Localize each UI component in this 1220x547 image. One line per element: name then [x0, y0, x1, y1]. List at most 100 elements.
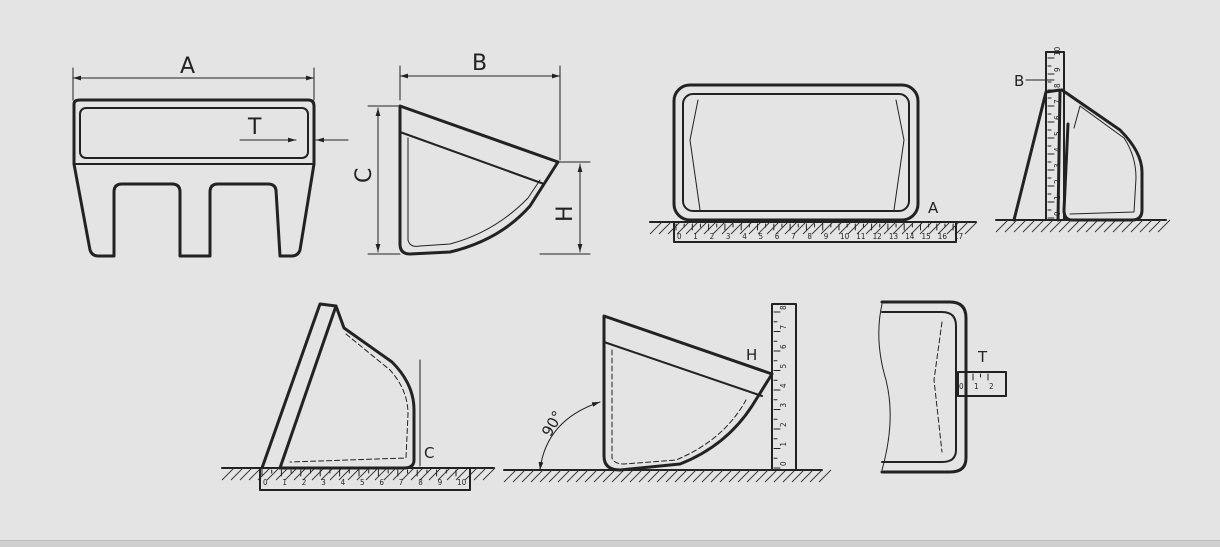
ground-hatch: [703, 221, 717, 235]
ruler-tick-label: 6: [379, 478, 384, 487]
dimension-label-c: C: [352, 168, 377, 183]
ground-hatch: [674, 469, 688, 483]
ground-hatch: [638, 469, 652, 483]
ground-hatch: [275, 467, 289, 481]
ground-hatch: [784, 221, 798, 235]
dimension-label-h: H: [553, 205, 578, 222]
bottom-band: [0, 540, 1220, 547]
ground-hatch: [748, 221, 762, 235]
ruler-tick-label: 12: [873, 232, 882, 241]
ground-hatch: [473, 467, 487, 481]
ground-hatch: [800, 469, 814, 483]
ground-hatch: [1112, 219, 1126, 233]
ground-hatch: [1103, 219, 1117, 233]
ruler-tick-label: 5: [1053, 131, 1062, 136]
ruler-tick-label: 10: [840, 232, 850, 241]
ground-hatch: [658, 221, 672, 235]
ground-hatch: [629, 469, 643, 483]
ground-hatch: [676, 221, 690, 235]
ground-hatch: [721, 221, 735, 235]
ground-hatch: [221, 467, 235, 481]
ruler-tick-label: 7: [1053, 99, 1062, 104]
ruler-tick-label: 5: [759, 232, 764, 241]
ruler-tick-label: 2: [779, 422, 788, 427]
ground-hatch: [773, 469, 787, 483]
ground-hatch: [1004, 219, 1018, 233]
ruler-tick-label: 3: [321, 478, 326, 487]
ground-hatch: [293, 467, 307, 481]
ground-hatch: [365, 467, 379, 481]
dimension-label-a: A: [180, 54, 195, 79]
ruler-tick-label: 0: [677, 232, 682, 241]
ground-hatch: [883, 221, 897, 235]
ruler-tick-label: 7: [399, 478, 404, 487]
ground-hatch: [838, 221, 852, 235]
ground-hatch: [503, 469, 517, 483]
measure-label-c: C: [424, 444, 434, 462]
ground-hatch: [928, 221, 942, 235]
ground-hatch: [575, 469, 589, 483]
ground-hatch: [530, 469, 544, 483]
ruler-tick-label: 2: [989, 382, 994, 391]
ground-hatch: [766, 221, 780, 235]
ground-hatch: [266, 467, 280, 481]
ground-hatch: [1067, 219, 1081, 233]
ground-hatch: [383, 467, 397, 481]
ruler-tick-label: 0: [263, 478, 268, 487]
front-view: A T: [72, 54, 349, 258]
ruler-tick-label: 6: [1053, 115, 1062, 120]
ground-hatch: [791, 469, 805, 483]
ground-hatch: [665, 469, 679, 483]
ruler-tick-label: 3: [726, 232, 731, 241]
ruler-tick-label: 4: [742, 232, 747, 241]
ruler-tick-label: 10: [457, 478, 467, 487]
ground-hatch: [809, 469, 823, 483]
ground-hatch: [1076, 219, 1090, 233]
ground-hatch: [611, 469, 625, 483]
ground-hatch: [521, 469, 535, 483]
ground-hatch: [746, 469, 760, 483]
ground-hatch: [955, 221, 969, 235]
ruler-tick-label: 3: [1053, 163, 1062, 168]
ground-hatch: [446, 467, 460, 481]
ground-hatch: [1031, 219, 1045, 233]
dimension-label-b: B: [472, 51, 487, 76]
ground-hatch: [230, 467, 244, 481]
side-view: B C H: [352, 51, 591, 256]
ground-hatch: [712, 221, 726, 235]
ruler-tick-label: 1: [693, 232, 698, 241]
ground-hatch: [818, 469, 832, 483]
ruler-tick-label: 3: [779, 403, 788, 408]
ground-hatch: [1157, 219, 1171, 233]
measure-label-h: H: [746, 346, 757, 364]
ground-hatch: [995, 219, 1009, 233]
ground-hatch: [856, 221, 870, 235]
ruler-tick-label: 8: [418, 478, 423, 487]
ground-hatch: [737, 469, 751, 483]
ground-hatch: [757, 221, 771, 235]
ruler-tick-label: 16: [938, 232, 948, 241]
ground-hatch: [566, 469, 580, 483]
ruler-tick-label: 13: [889, 232, 898, 241]
ground-hatch: [419, 467, 433, 481]
ground-hatch: [512, 469, 526, 483]
ruler-tick-label: 7: [779, 325, 788, 330]
ground-hatch: [302, 467, 316, 481]
ground-hatch: [964, 221, 978, 235]
ruler-tick-label: 5: [779, 364, 788, 369]
ground-hatch: [1148, 219, 1162, 233]
ground-hatch: [284, 467, 298, 481]
ruler-tick-label: 4: [779, 383, 788, 388]
ground-hatch: [311, 467, 325, 481]
ground-hatch: [755, 469, 769, 483]
ruler-tick-label: 14: [905, 232, 915, 241]
ground-hatch: [482, 467, 496, 481]
ruler-tick-label: 5: [360, 478, 365, 487]
ground-hatch: [347, 467, 361, 481]
ruler-tick-label: 7: [791, 232, 796, 241]
ruler-tick-label: 1: [1053, 195, 1062, 200]
ruler-tick-label: 6: [779, 344, 788, 349]
ground-hatch: [719, 469, 733, 483]
